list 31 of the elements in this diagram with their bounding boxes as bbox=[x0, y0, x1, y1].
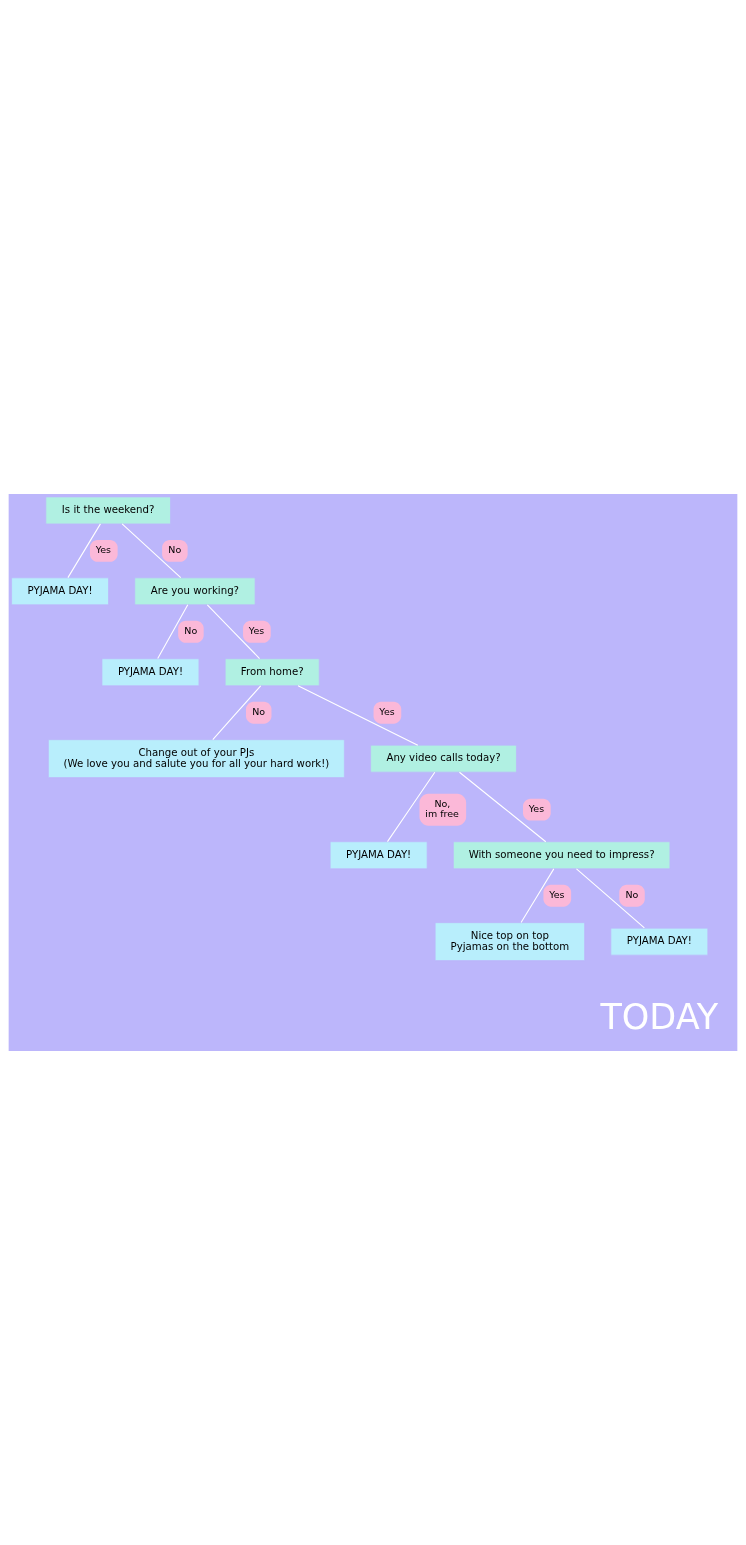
node-box: With someone you need to impress? bbox=[453, 841, 671, 870]
connector bbox=[67, 523, 101, 579]
node-box: Is it the weekend? bbox=[45, 496, 171, 525]
edge-label: No bbox=[625, 889, 639, 901]
node-box: PYJAMA DAY! bbox=[610, 927, 709, 956]
connector bbox=[212, 685, 262, 741]
node-box: PYJAMA DAY! bbox=[101, 658, 200, 687]
edge-label: No bbox=[184, 625, 198, 637]
connector bbox=[206, 604, 261, 660]
node-box: PYJAMA DAY! bbox=[11, 577, 109, 606]
edge-label: Yes bbox=[248, 625, 265, 637]
node-box: From home? bbox=[224, 658, 320, 687]
edge-label: Yes bbox=[528, 803, 545, 815]
label: TODAY bbox=[600, 997, 719, 1038]
edge-label: No, im free bbox=[425, 798, 459, 820]
connector bbox=[520, 868, 555, 924]
edge-label: Yes bbox=[95, 544, 112, 556]
connector bbox=[121, 523, 182, 579]
node-box: Any video calls today? bbox=[370, 744, 517, 773]
edge-label: Yes bbox=[379, 706, 395, 718]
connector bbox=[297, 685, 419, 746]
edge-label: No bbox=[252, 706, 266, 718]
node-box: Are you working? bbox=[134, 577, 256, 606]
edge-label: No bbox=[168, 544, 182, 556]
connector bbox=[157, 604, 189, 660]
node-box: Nice top on top Pyjamas on the bottom bbox=[434, 922, 585, 961]
node-box: Change out of your PJs (We love you and salute you for all your hard work!) bbox=[48, 739, 345, 778]
edge-label: Yes bbox=[549, 889, 565, 901]
connector bbox=[386, 771, 436, 843]
connector bbox=[458, 771, 547, 843]
node-box: PYJAMA DAY! bbox=[329, 841, 428, 870]
